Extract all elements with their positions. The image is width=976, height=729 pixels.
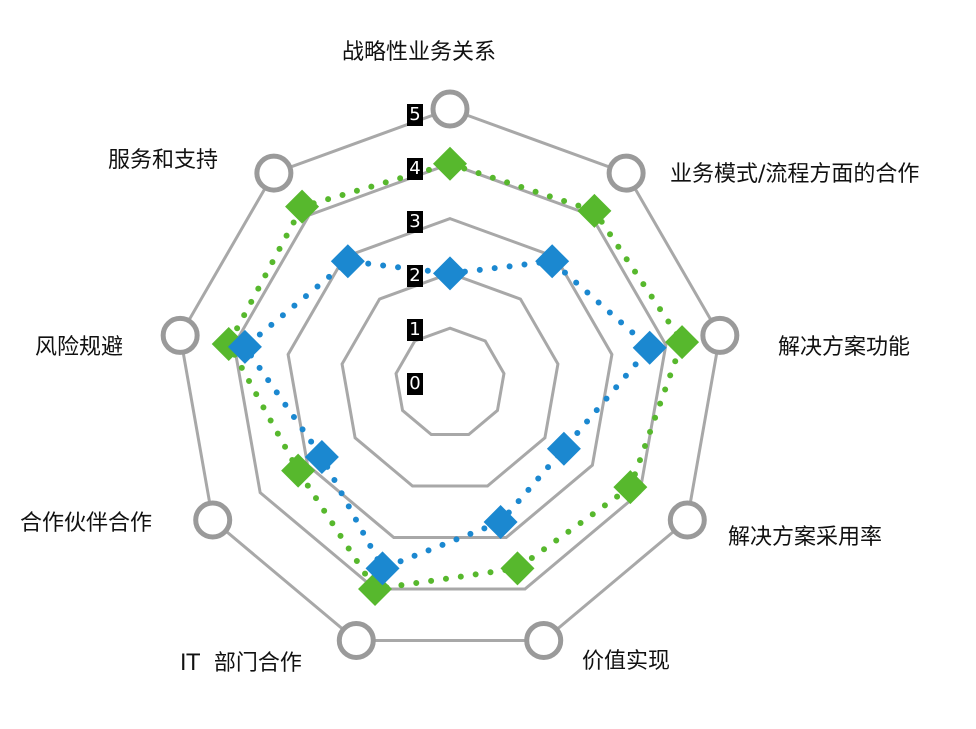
axis-label-partner-cooperation: 合作伙伴合作 — [20, 511, 153, 536]
series-2-line — [240, 258, 654, 573]
series-2-point-7 — [304, 439, 339, 474]
axis-endpoint-circle-6 — [336, 620, 376, 660]
tick-label-4: 4 — [407, 158, 423, 180]
series-2-point-6 — [365, 551, 400, 586]
tick-label-5: 5 — [407, 104, 423, 126]
axis-endpoint-circle-4 — [667, 500, 707, 540]
axis-endpoint-circle-2 — [606, 153, 646, 193]
series-1-point-1 — [433, 146, 467, 181]
grid-ring-2 — [340, 271, 560, 488]
axis-label-value-realization: 价值实现 — [582, 649, 671, 674]
grid-ring-1 — [394, 326, 506, 436]
axis-label-business-model-cooperation: 业务模式/流程方面的合作 — [670, 162, 920, 187]
axis-label-it-cooperation: IT 部门合作 — [180, 651, 302, 676]
series-1-point-4 — [613, 470, 648, 505]
grid-ring-3 — [286, 217, 614, 539]
tick-label-3: 3 — [407, 211, 423, 233]
series-1-line — [225, 160, 686, 593]
axis-endpoint-circle-8 — [160, 315, 200, 355]
series-2-point-4 — [546, 431, 581, 466]
series-1-point-5 — [500, 551, 535, 586]
tick-label-0: 0 — [407, 373, 423, 395]
series-2-point-5 — [483, 505, 518, 540]
series-1-point-7 — [281, 453, 316, 488]
series-2-point-8 — [227, 329, 262, 364]
tick-label-2: 2 — [407, 265, 423, 287]
grid-ring-5 — [178, 107, 722, 642]
series-2-point-2 — [535, 244, 570, 279]
tick-label-1: 1 — [407, 319, 423, 341]
axis-label-service-support: 服务和支持 — [108, 148, 219, 173]
axis-endpoint-circle-7 — [193, 500, 233, 540]
axis-endpoint-circle-9 — [254, 153, 294, 193]
axis-label-solution-functionality: 解决方案功能 — [778, 335, 911, 360]
axis-label-strategic-relationship: 战略性业务关系 — [342, 40, 497, 65]
axis-label-risk-avoidance: 风险规避 — [35, 335, 124, 360]
axis-endpoint-circle-3 — [700, 315, 740, 355]
axis-endpoint-circle-1 — [430, 89, 470, 129]
axis-endpoint-circle-5 — [524, 620, 564, 660]
series-2-point-1 — [433, 256, 467, 291]
series-2-point-3 — [632, 330, 667, 365]
series-2-point-9 — [330, 244, 365, 279]
grid-ring-4 — [232, 162, 668, 591]
series-1-point-9 — [285, 189, 320, 224]
axis-label-solution-adoption: 解决方案采用率 — [728, 525, 883, 550]
series-1-point-2 — [577, 193, 612, 228]
series-1-point-3 — [665, 325, 700, 360]
